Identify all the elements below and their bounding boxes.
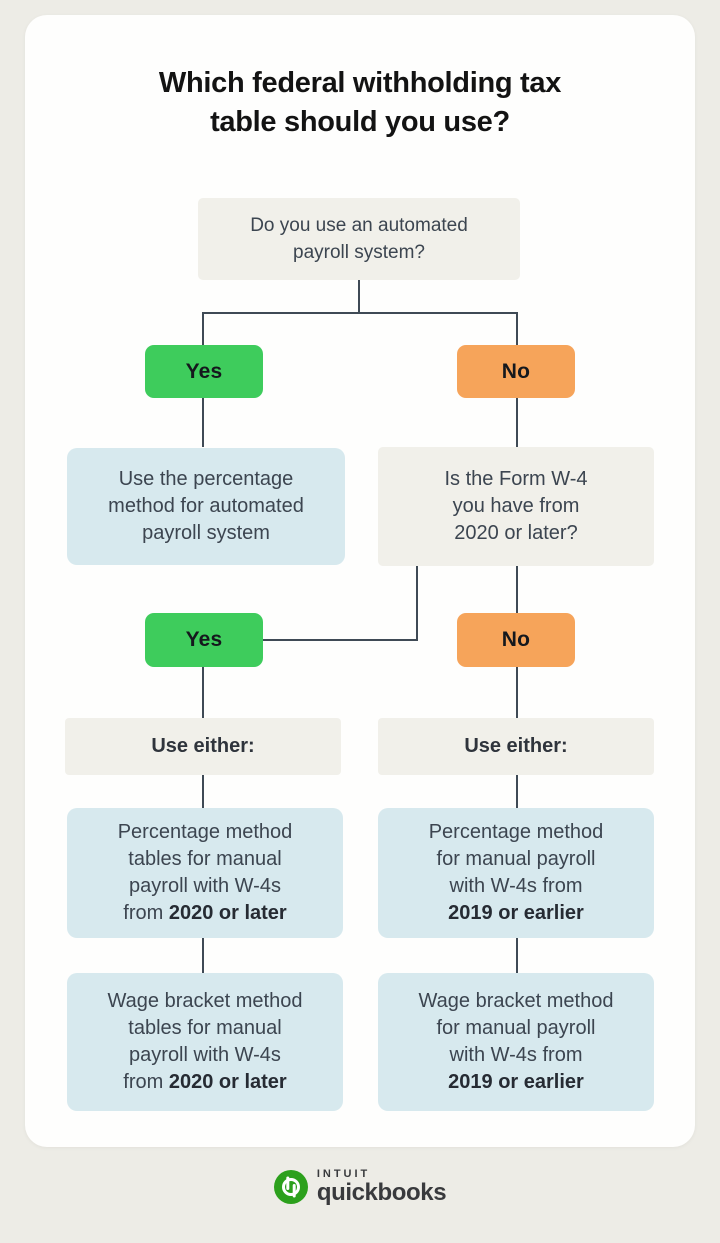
percentage-2019-bold: 2019 or earlier bbox=[448, 902, 584, 924]
no-button-1-label: No bbox=[501, 359, 531, 383]
brand-intuit-label: intuit bbox=[316, 1168, 371, 1180]
connector-pct-right-down bbox=[516, 937, 518, 974]
yes-button-1-label: Yes bbox=[185, 359, 223, 383]
connector-yes2-down bbox=[202, 666, 204, 719]
result-automated-label: Use the percentage method for automated … bbox=[108, 468, 304, 544]
node-question-automated-payroll: Do you use an automated payroll system? bbox=[198, 198, 520, 280]
connector-pct-left-down bbox=[202, 937, 204, 974]
node-wage-bracket-2019: Wage bracket method for manual payroll w… bbox=[378, 973, 654, 1111]
connector-no2-down bbox=[516, 666, 518, 719]
yes-button-2: Yes bbox=[145, 613, 263, 667]
node-percentage-method-2020: Percentage method tables for manual payr… bbox=[67, 808, 343, 938]
connector-yes1-down bbox=[202, 397, 204, 447]
node-result-automated: Use the percentage method for automated … bbox=[67, 448, 345, 565]
connector-useeither-left-down bbox=[202, 774, 204, 809]
node-use-either-right: Use either: bbox=[378, 718, 654, 775]
no-button-1: No bbox=[457, 345, 575, 398]
connector-no1-down bbox=[516, 397, 518, 448]
wage-bracket-2020-bold: 2020 or later bbox=[168, 1071, 287, 1093]
page-title: Which federal withholding tax table shou… bbox=[158, 67, 562, 138]
connector-q1-down bbox=[358, 279, 360, 312]
percentage-2020-label: Percentage method tables for manual payr… bbox=[117, 821, 293, 924]
yes-button-2-label: Yes bbox=[185, 628, 223, 651]
connector-useeither-right-down bbox=[516, 774, 518, 809]
quickbooks-logo-icon bbox=[273, 1169, 308, 1204]
footer-logo: intuit quickbooks bbox=[0, 1168, 720, 1205]
connector-qw4-yes-elbow bbox=[262, 639, 418, 641]
use-either-right-label: Use either: bbox=[464, 735, 568, 757]
node-percentage-method-2019: Percentage method for manual payroll wit… bbox=[378, 808, 654, 938]
no-button-2-label: No bbox=[501, 628, 531, 651]
connector-qw4-no-down bbox=[516, 564, 518, 614]
node-question-w4-year: Is the Form W-4 you have from 2020 or la… bbox=[378, 447, 654, 566]
wage-bracket-2019-bold: 2019 or earlier bbox=[448, 1071, 584, 1093]
node-use-either-left: Use either: bbox=[65, 718, 341, 775]
node-wage-bracket-2020: Wage bracket method tables for manual pa… bbox=[67, 973, 343, 1111]
brand-quickbooks-label: quickbooks bbox=[316, 1179, 447, 1206]
percentage-2019-label: Percentage method for manual payroll wit… bbox=[428, 821, 604, 924]
question-w4-label: Is the Form W-4 you have from 2020 or la… bbox=[444, 468, 588, 544]
use-either-left-label: Use either: bbox=[151, 735, 255, 757]
wage-bracket-2019-label: Wage bracket method for manual payroll w… bbox=[418, 990, 614, 1093]
question-automated-label: Do you use an automated payroll system? bbox=[250, 215, 468, 263]
percentage-2020-bold: 2020 or later bbox=[168, 902, 287, 924]
brand-wordmark: intuit quickbooks bbox=[316, 1168, 447, 1206]
connector-qw4-yes-down bbox=[416, 564, 418, 641]
connector-to-no1 bbox=[516, 312, 518, 346]
connector-q1-branch bbox=[202, 312, 518, 314]
no-button-2: No bbox=[457, 613, 575, 667]
yes-button-1: Yes bbox=[145, 345, 263, 398]
connector-to-yes1 bbox=[202, 312, 204, 346]
wage-bracket-2020-label: Wage bracket method tables for manual pa… bbox=[107, 990, 303, 1093]
